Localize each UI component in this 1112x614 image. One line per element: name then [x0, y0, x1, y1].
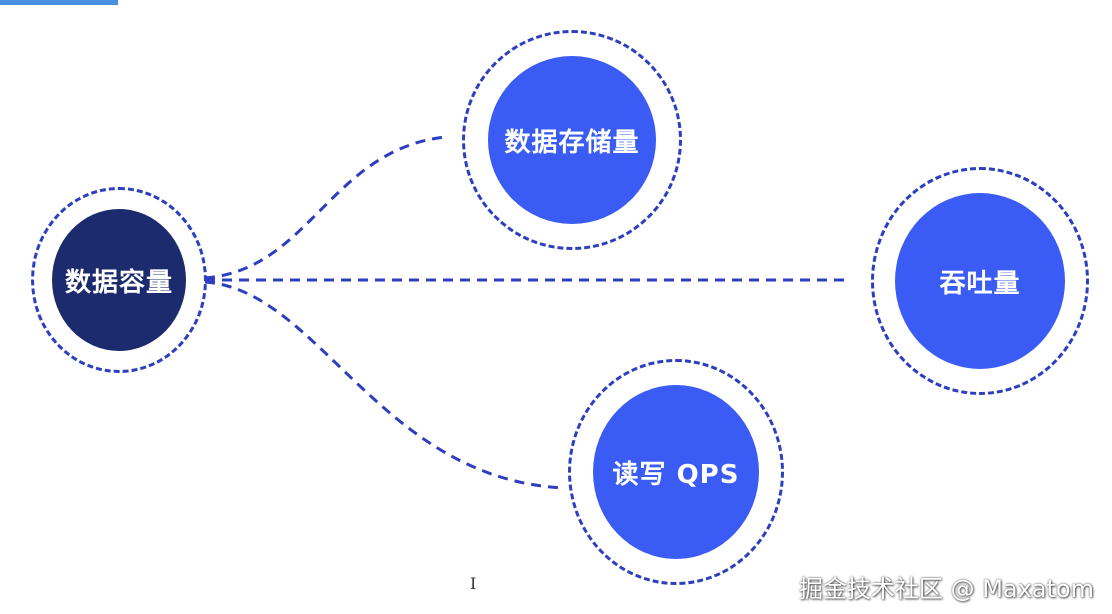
storage-node[interactable]: 数据存储量 [488, 56, 656, 224]
throughput-node-ring [871, 167, 1089, 395]
center-node-ring [31, 187, 207, 373]
storage-node-ring [462, 30, 682, 250]
qps-node-ring [568, 359, 784, 585]
connector-center-storage [204, 135, 446, 280]
connector-center-qps [204, 280, 566, 490]
text-cursor-icon: I [470, 574, 477, 593]
watermark: 掘金技术社区 @ Maxatom [798, 575, 1094, 603]
throughput-node[interactable]: 吞吐量 [895, 193, 1065, 369]
center-node-label: 数据容量 [64, 267, 173, 298]
top-tab-indicator [0, 0, 118, 5]
qps-node-label: 读写 QPS [612, 459, 740, 490]
qps-node[interactable]: 读写 QPS [593, 385, 759, 559]
storage-node-label: 数据存储量 [504, 127, 640, 158]
throughput-node-label: 吞吐量 [939, 268, 1021, 299]
center-node[interactable]: 数据容量 [52, 209, 186, 351]
